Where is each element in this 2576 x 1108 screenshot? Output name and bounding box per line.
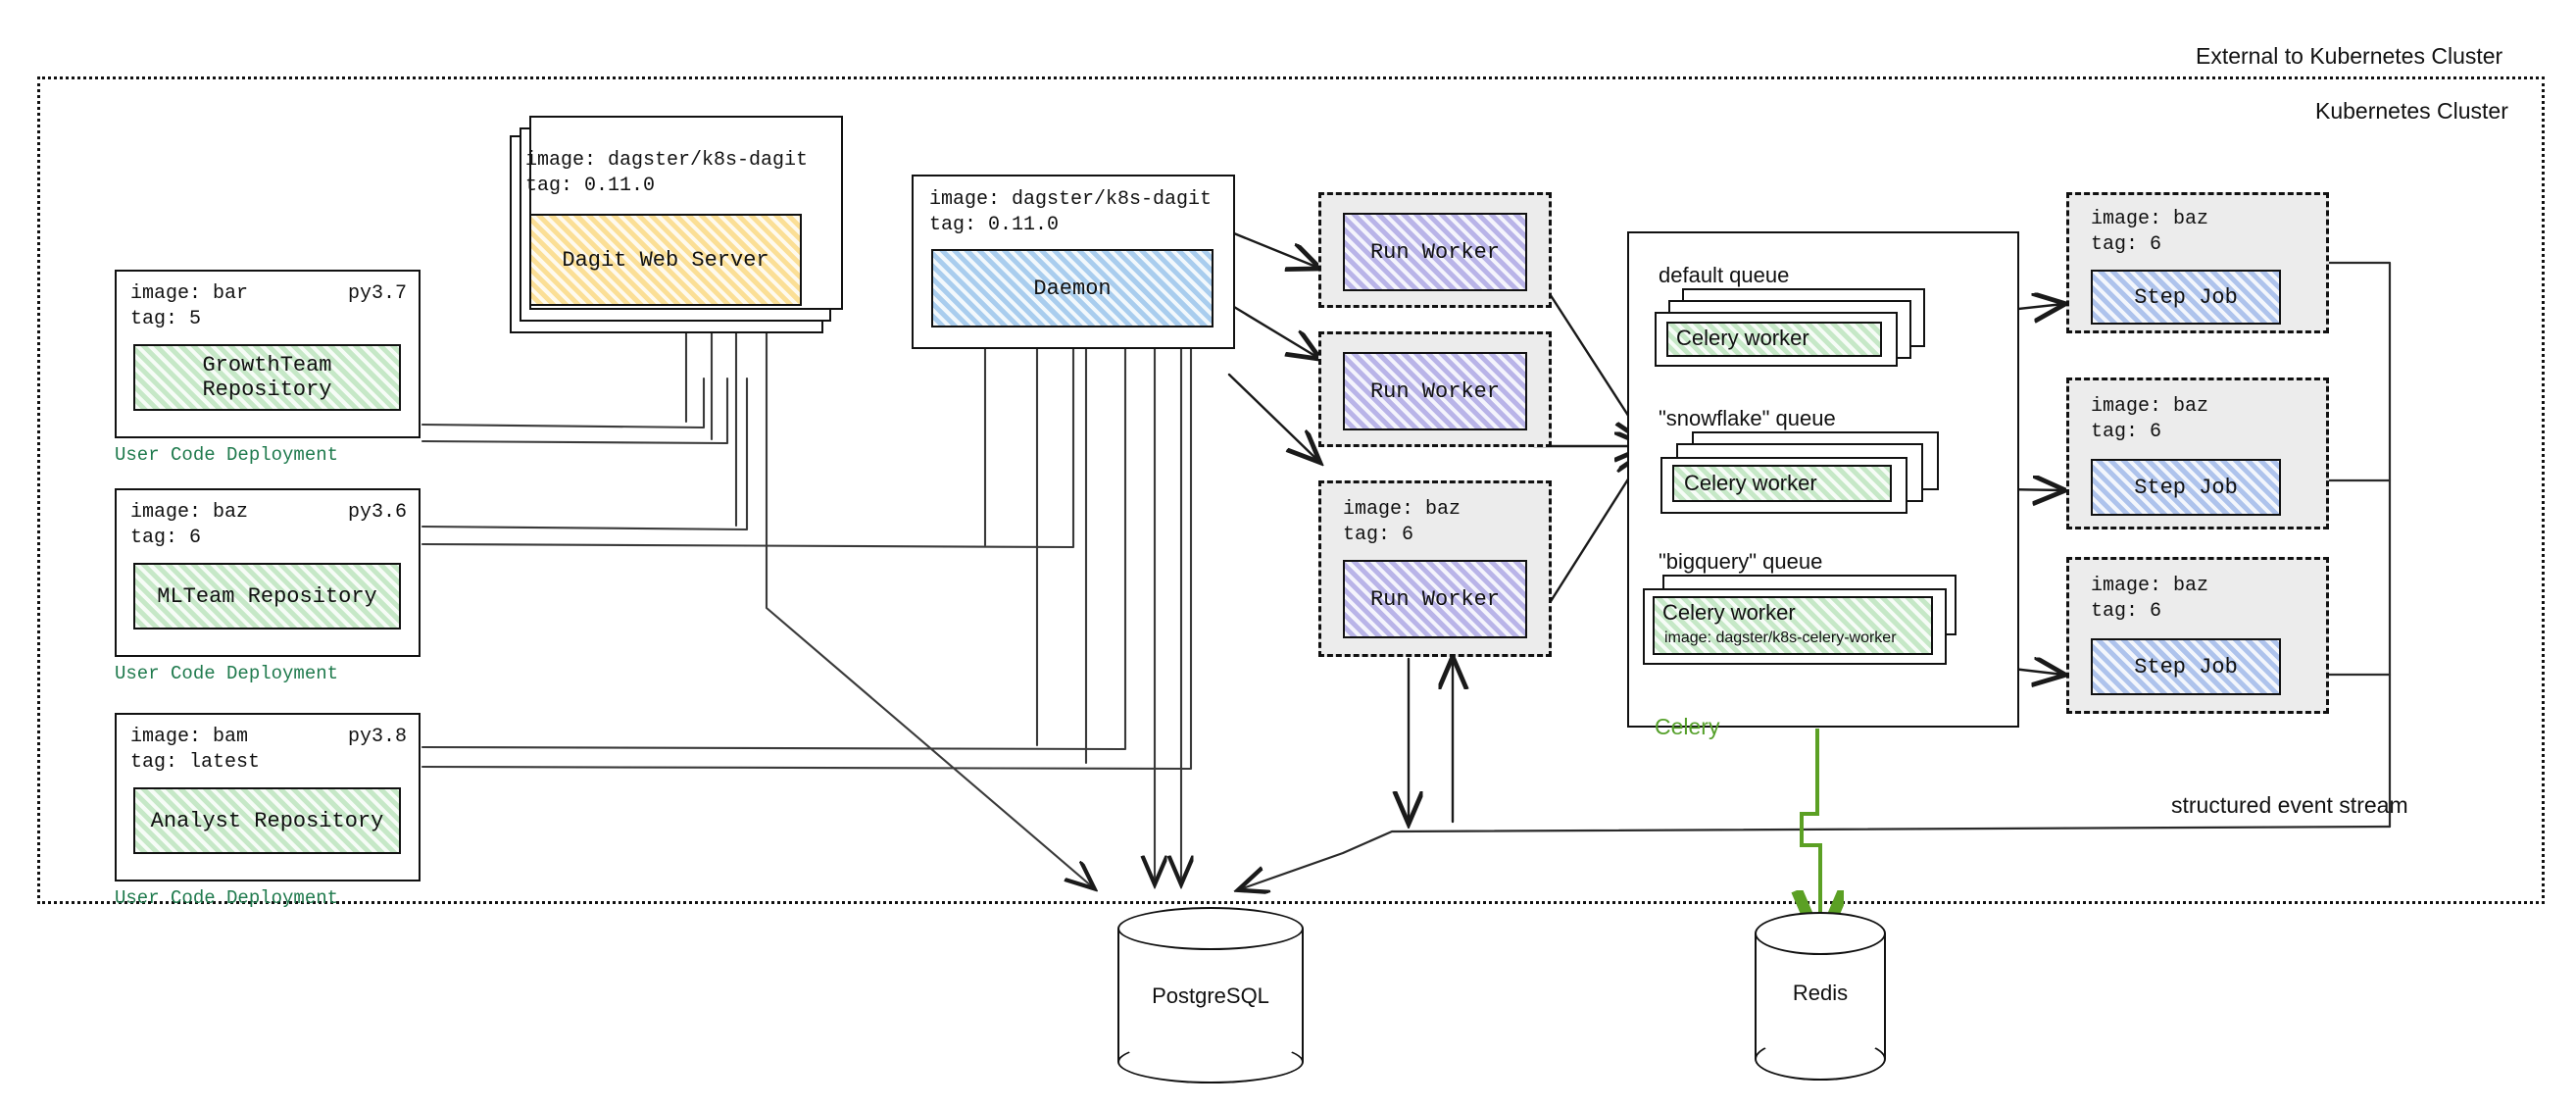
cylinder-top	[1117, 907, 1304, 950]
deployment-3-image: image: bam	[130, 726, 249, 748]
queue-title-default: default queue	[1659, 263, 1790, 287]
step-job-title-1: Step Job	[2134, 284, 2238, 310]
run-worker-box-1[interactable]: Run Worker	[1343, 213, 1527, 291]
deployment-2-python: py3.6	[347, 501, 407, 524]
queue-title-bigquery: "bigquery" queue	[1659, 549, 1823, 574]
run-worker-3-tag: tag: 6	[1343, 524, 1414, 546]
step-job-3-image: image: baz	[2091, 575, 2209, 597]
external-cluster-boundary	[37, 76, 2545, 904]
step-job-1-image: image: baz	[2091, 208, 2209, 230]
step-job-2-tag: tag: 6	[2091, 421, 2162, 443]
celery-worker-image-bigquery: image: dagster/k8s-celery-worker	[1664, 630, 1897, 646]
celery-worker-stack-default[interactable]: Celery worker	[1655, 288, 1929, 367]
run-worker-box-3[interactable]: Run Worker	[1343, 560, 1527, 638]
deployment-1-caption: User Code Deployment	[115, 444, 339, 466]
step-job-pod-2[interactable]: image: baz tag: 6 Step Job	[2066, 378, 2329, 529]
step-job-pod-1[interactable]: image: baz tag: 6 Step Job	[2066, 192, 2329, 333]
user-code-deployment-2[interactable]: image: baz py3.6 tag: 6 MLTeam Repositor…	[115, 488, 421, 657]
redis-label: Redis	[1792, 981, 1849, 1005]
step-job-box-1[interactable]: Step Job	[2091, 270, 2281, 325]
user-code-deployment-3[interactable]: image: bam py3.8 tag: latest Analyst Rep…	[115, 713, 421, 881]
dagit-image: image: dagster/k8s-dagit	[525, 149, 809, 172]
dagit-web-server-box[interactable]: Dagit Web Server	[529, 214, 802, 306]
deployment-3-caption: User Code Deployment	[115, 887, 339, 909]
celery-worker-label-bigquery: Celery worker	[1662, 600, 1796, 625]
run-worker-3-image: image: baz	[1343, 498, 1461, 521]
deployment-3-python: py3.8	[347, 726, 407, 748]
structured-event-stream-label: structured event stream	[2171, 792, 2408, 818]
celery-worker-stack-snowflake[interactable]: Celery worker	[1660, 431, 1945, 514]
growthteam-repository-box[interactable]: GrowthTeam Repository	[133, 344, 401, 411]
external-cluster-label: External to Kubernetes Cluster	[2196, 43, 2503, 69]
dagit-title: Dagit Web Server	[562, 247, 769, 273]
run-worker-pod-2[interactable]: Run Worker	[1318, 331, 1552, 447]
run-worker-box-2[interactable]: Run Worker	[1343, 352, 1527, 430]
run-worker-pod-1[interactable]: Run Worker	[1318, 192, 1552, 308]
deployment-2-image: image: baz	[130, 501, 249, 524]
redis-database[interactable]: Redis	[1755, 912, 1886, 1081]
celery-worker-label-default: Celery worker	[1676, 326, 1809, 350]
run-worker-title-3: Run Worker	[1369, 586, 1501, 612]
deployment-1-python: py3.7	[347, 282, 407, 305]
step-job-3-tag: tag: 6	[2091, 600, 2162, 623]
analyst-repository-box[interactable]: Analyst Repository	[133, 787, 401, 854]
kubernetes-cluster-label: Kubernetes Cluster	[2315, 98, 2508, 124]
queue-title-snowflake: "snowflake" queue	[1659, 406, 1836, 430]
step-job-box-3[interactable]: Step Job	[2091, 638, 2281, 695]
cylinder-top	[1755, 912, 1886, 955]
cylinder-bottom	[1117, 1040, 1304, 1083]
postgresql-label: PostgreSQL	[1152, 983, 1269, 1008]
daemon-card[interactable]: image: dagster/k8s-dagit tag: 0.11.0 Dae…	[912, 175, 1235, 349]
cylinder-bottom	[1755, 1037, 1886, 1081]
run-worker-pod-3[interactable]: image: baz tag: 6 Run Worker	[1318, 480, 1552, 657]
daemon-image: image: dagster/k8s-dagit	[929, 188, 1213, 211]
run-worker-title-1: Run Worker	[1369, 239, 1501, 265]
dagit-tag: tag: 0.11.0	[525, 175, 656, 197]
step-job-2-image: image: baz	[2091, 395, 2209, 418]
daemon-box[interactable]: Daemon	[931, 249, 1214, 327]
step-job-title-3: Step Job	[2134, 654, 2238, 680]
step-job-1-tag: tag: 6	[2091, 233, 2162, 256]
deployment-3-repository-label: Analyst Repository	[150, 808, 384, 833]
deployment-1-tag: tag: 5	[130, 308, 202, 330]
mlteam-repository-box[interactable]: MLTeam Repository	[133, 563, 401, 630]
user-code-deployment-1[interactable]: image: bar py3.7 tag: 5 GrowthTeam Repos…	[115, 270, 421, 438]
deployment-2-tag: tag: 6	[130, 527, 202, 549]
daemon-title: Daemon	[1033, 276, 1112, 301]
daemon-tag: tag: 0.11.0	[929, 214, 1060, 236]
deployment-1-image: image: bar	[130, 282, 249, 305]
deployment-2-repository-label: MLTeam Repository	[157, 583, 377, 609]
dagit-web-server-card[interactable]: image: dagster/k8s-dagit tag: 0.11.0 Dag…	[510, 116, 843, 333]
run-worker-title-2: Run Worker	[1369, 378, 1501, 404]
step-job-pod-3[interactable]: image: baz tag: 6 Step Job	[2066, 557, 2329, 714]
celery-worker-stack-bigquery[interactable]: Celery worker image: dagster/k8s-celery-…	[1643, 575, 1966, 665]
deployment-3-tag: tag: latest	[130, 751, 261, 774]
deployment-2-caption: User Code Deployment	[115, 663, 339, 684]
step-job-box-2[interactable]: Step Job	[2091, 459, 2281, 516]
step-job-title-2: Step Job	[2134, 475, 2238, 500]
celery-worker-label-snowflake: Celery worker	[1684, 471, 1817, 495]
postgresql-database[interactable]: PostgreSQL	[1117, 907, 1304, 1083]
celery-label: Celery	[1655, 714, 1720, 739]
deployment-1-repository-label: GrowthTeam Repository	[202, 353, 332, 402]
